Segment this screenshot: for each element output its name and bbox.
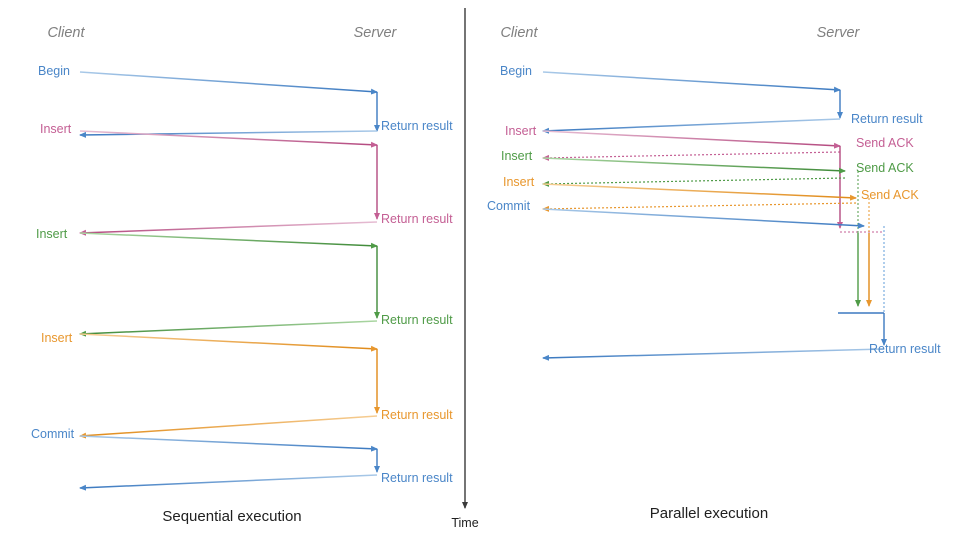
message-insert-2: Insert Return result xyxy=(36,227,453,337)
response-label-begin: Return result xyxy=(851,112,923,126)
message-begin: Begin Return result xyxy=(500,64,923,134)
request-arrow-begin xyxy=(79,71,378,95)
message-label-begin: Begin xyxy=(500,64,532,78)
client-lane-header: Client xyxy=(47,25,85,41)
message-insert-3: Insert Return result xyxy=(41,331,453,439)
response-arrow-insert-2 xyxy=(79,320,378,337)
ack-return-insert-2 xyxy=(542,177,846,187)
response-arrow-insert-1 xyxy=(79,221,378,236)
client-lane-header: Client xyxy=(500,25,538,41)
response-arrow-commit xyxy=(542,348,885,361)
server-lane-header: Server xyxy=(354,25,398,41)
message-label-commit: Commit xyxy=(487,199,531,213)
response-label-begin: Return result xyxy=(381,119,453,133)
response-arrow-insert-3 xyxy=(79,415,378,439)
message-label-insert-2: Insert xyxy=(501,149,533,163)
message-insert-3: Insert Send ACK xyxy=(503,175,919,307)
response-arrow-commit xyxy=(79,474,378,491)
ack-label-insert-1: Send ACK xyxy=(856,136,914,150)
message-insert-2: Insert Send ACK xyxy=(501,149,914,307)
ack-label-insert-2: Send ACK xyxy=(856,161,914,175)
message-label-insert-1: Insert xyxy=(505,124,537,138)
message-label-insert-1: Insert xyxy=(40,122,72,136)
request-arrow-insert-1 xyxy=(79,130,378,148)
message-label-insert-2: Insert xyxy=(36,227,68,241)
time-axis-label: Time xyxy=(451,516,478,530)
panel-parallel: Client Server Begin Return result Insert… xyxy=(487,25,941,522)
request-arrow-commit xyxy=(79,435,378,452)
request-arrow-begin xyxy=(542,71,841,93)
message-insert-1: Insert Send ACK xyxy=(505,124,914,233)
response-label-insert-2: Return result xyxy=(381,313,453,327)
message-commit: Commit Return result xyxy=(31,427,453,491)
server-lane-header: Server xyxy=(817,25,861,41)
ack-return-insert-3 xyxy=(542,202,857,212)
response-arrow-begin xyxy=(79,130,378,138)
panel-caption-parallel: Parallel execution xyxy=(650,505,768,522)
response-arrow-begin xyxy=(542,118,841,134)
message-label-begin: Begin xyxy=(38,64,70,78)
response-label-commit: Return result xyxy=(381,471,453,485)
response-label-insert-3: Return result xyxy=(381,408,453,422)
message-label-insert-3: Insert xyxy=(503,175,535,189)
panel-caption-sequential: Sequential execution xyxy=(162,508,301,525)
request-arrow-insert-3 xyxy=(79,333,378,352)
time-axis: Time xyxy=(451,8,479,530)
message-insert-1: Insert Return result xyxy=(40,122,453,236)
request-arrow-insert-1 xyxy=(542,130,841,149)
request-arrow-insert-2 xyxy=(542,157,846,174)
ack-return-insert-1 xyxy=(542,151,841,161)
response-label-commit: Return result xyxy=(869,342,941,356)
response-label-insert-1: Return result xyxy=(381,212,453,226)
ack-label-insert-3: Send ACK xyxy=(861,188,919,202)
message-commit: Commit Return result xyxy=(487,199,941,361)
request-arrow-insert-2 xyxy=(79,232,378,249)
panel-sequential: Client Server Begin Return result Insert… xyxy=(31,25,453,525)
message-label-insert-3: Insert xyxy=(41,331,73,345)
message-begin: Begin Return result xyxy=(38,64,453,138)
request-arrow-commit xyxy=(542,208,865,229)
message-label-commit: Commit xyxy=(31,427,75,441)
request-arrow-insert-3 xyxy=(542,183,857,201)
